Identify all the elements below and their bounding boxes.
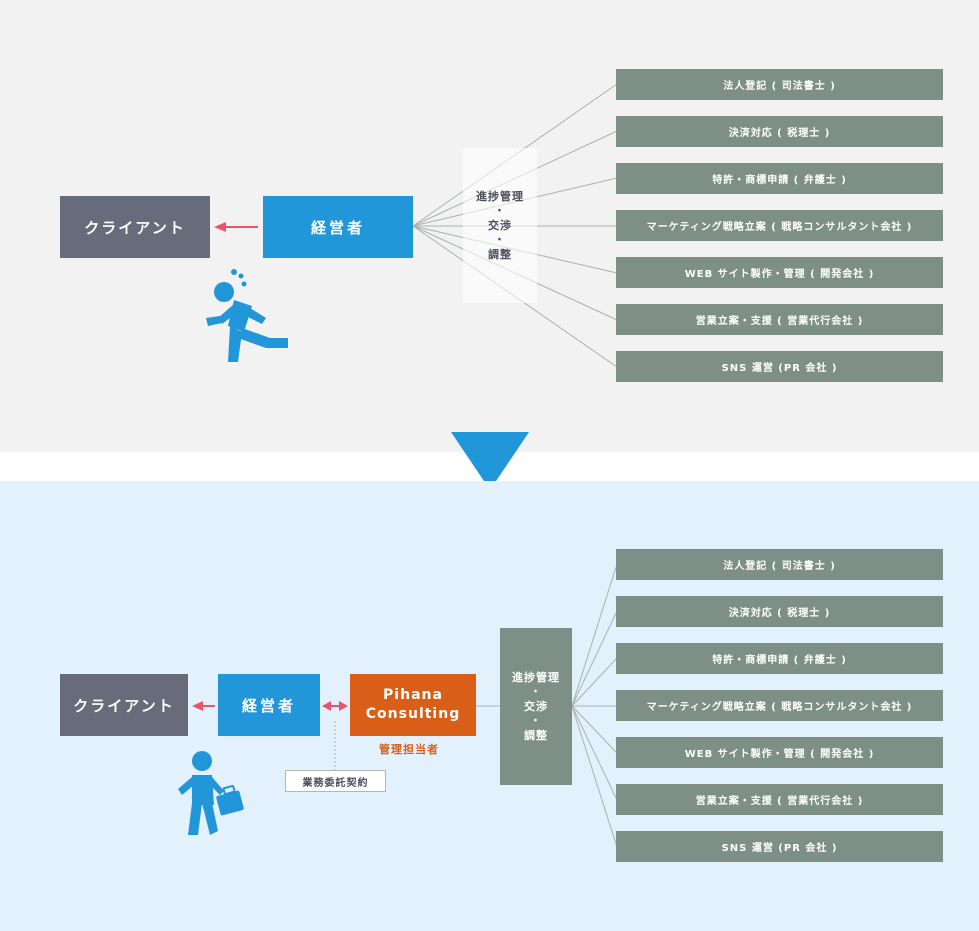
- hub-line-adjustment: 調整: [488, 247, 512, 261]
- pihana-role-label: 管理担当者: [379, 743, 439, 756]
- hub-line-adjustment: 調整: [524, 728, 548, 742]
- coordination-hub: 進捗管理 ・ 交渉 ・ 調整: [500, 628, 572, 785]
- hub-dot: ・: [494, 205, 506, 217]
- ceo-box: 経営者: [218, 674, 320, 736]
- task-box: マーケティング戦略立案 ( 戦略コンサルタント会社 ): [616, 210, 943, 241]
- task-box: 営業立案・支援 ( 営業代行会社 ): [616, 304, 943, 335]
- after-panel: クライアント 経営者 Pihana Consulting 管理担当者 業務委託契…: [0, 481, 979, 931]
- coordination-hub: 進捗管理 ・ 交渉 ・ 調整: [463, 148, 537, 303]
- hub-line-negotiation: 交渉: [488, 218, 512, 232]
- ceo-box: 経営者: [263, 196, 413, 258]
- task-box: WEB サイト製作・管理 ( 開発会社 ): [616, 257, 943, 288]
- pihana-consulting-box: Pihana Consulting: [350, 674, 476, 736]
- pihana-name-line1: Pihana: [383, 687, 443, 703]
- hub-dot: ・: [530, 686, 542, 698]
- chevron-down-triangle-icon: [451, 432, 529, 490]
- hub-line-progress: 進捗管理: [512, 670, 560, 684]
- client-box: クライアント: [60, 196, 210, 258]
- task-box: 法人登記 ( 司法書士 ): [616, 69, 943, 100]
- task-box: 決済対応 ( 税理士 ): [616, 116, 943, 147]
- task-box: 特許・商標申請 ( 弁護士 ): [616, 643, 943, 674]
- task-box: 決済対応 ( 税理士 ): [616, 596, 943, 627]
- task-box: 営業立案・支援 ( 営業代行会社 ): [616, 784, 943, 815]
- hub-line-progress: 進捗管理: [476, 189, 524, 203]
- connector-lines-bottom: [192, 563, 618, 848]
- running-sweating-person-icon: [206, 269, 288, 362]
- task-box: SNS 運営 (PR 会社 ): [616, 351, 943, 382]
- arrow-ceo-pihana-bidirectional: [322, 701, 348, 711]
- before-panel: クライアント 経営者 進捗管理 ・ 交渉 ・ 調整 法人登記 ( 司法書士 ) …: [0, 0, 979, 452]
- pihana-name-line2: Consulting: [365, 706, 461, 722]
- client-box: クライアント: [60, 674, 188, 736]
- hub-dot: ・: [530, 715, 542, 727]
- hub-line-negotiation: 交渉: [524, 699, 548, 713]
- contract-label: 業務委託契約: [285, 770, 386, 792]
- hub-dot: ・: [494, 234, 506, 246]
- task-box: 特許・商標申請 ( 弁護士 ): [616, 163, 943, 194]
- walking-person-briefcase-icon: [178, 751, 244, 835]
- arrow-ceo-to-client: [192, 701, 215, 711]
- task-box: マーケティング戦略立案 ( 戦略コンサルタント会社 ): [616, 690, 943, 721]
- task-box: WEB サイト製作・管理 ( 開発会社 ): [616, 737, 943, 768]
- arrow-ceo-to-client: [214, 222, 258, 232]
- task-box: 法人登記 ( 司法書士 ): [616, 549, 943, 580]
- task-box: SNS 運営 (PR 会社 ): [616, 831, 943, 862]
